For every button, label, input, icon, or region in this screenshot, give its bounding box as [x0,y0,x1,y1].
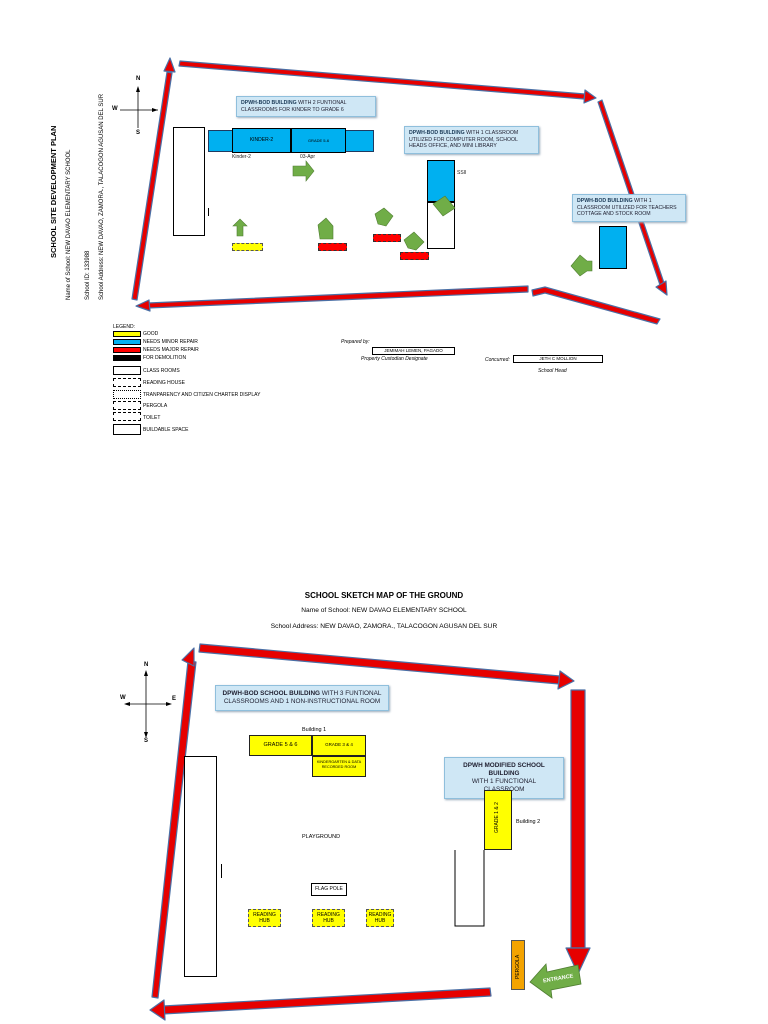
sketch-school-address: School Address: NEW DAVAO, ZAMORA., TALA… [270,623,498,630]
concurred-title: School Head [538,368,567,374]
concurred-label: Concurred: [485,357,510,363]
arrow-icon [292,160,315,182]
legend-label-good: GOOD [143,331,159,337]
legend-title: LEGEND: [113,324,135,330]
arrow-icon [529,963,582,999]
sketch-left-building-mark [221,864,222,878]
sketch-room-grade-5-6: GRADE 5 & 6 [249,735,312,756]
sketch-playground: PLAYGROUND [302,834,341,840]
arrow-icon [317,217,334,240]
sketch-flag-pole-label: FLAG POLE [315,886,343,892]
plan-room-kinder-label: KINDER-2 [249,137,274,143]
plan-room-grade: GRADE 5-6 [291,128,346,153]
legend-label-buildable: BUILDABLE SPACE [143,427,189,433]
arrow-icon [232,218,248,237]
legend-swatch-classrooms [113,366,141,375]
arrow-icon [570,254,593,277]
plan-callout-2: DPWH-BOD BUILDING WITH 1 CLASSROOM UTILI… [404,126,539,154]
legend-swatch-transparency [113,390,141,399]
legend-label-minor: NEEDS MINOR REPAIR [143,339,198,345]
plan-callout-3: DPWH-BOD BUILDING WITH 1 CLASSROOM UTILI… [572,194,686,222]
sketch-flag-pole: FLAG POLE [311,883,347,896]
sketch-room-kinder: KINDERGARTEN & DATA RECORDED ROOM [312,756,366,777]
concurred-name-box: JETH C MOLLION [513,355,603,363]
arrow-icon [403,231,425,251]
legend-label-demolition: FOR DEMOLITION [143,355,187,361]
sketch-left-building [184,756,217,977]
legend-label-transparency: TRANPARENCY AND CITIZEN CHARTER DISPLAY [143,392,261,398]
plan-reading-house [232,243,263,251]
legend-label-pergola: PERGOLA [143,403,168,409]
legend-swatch-toilet [113,412,141,421]
legend-swatch-good [113,331,141,337]
plan-red-box-2 [373,234,401,242]
sketch-room-kinder-label: KINDERGARTEN & DATA RECORDED ROOM [316,760,362,769]
plan-compass-s: S [136,130,141,136]
plan-red-box-3 [400,252,429,260]
plan-right-building [599,226,627,269]
sketch-pergola: PERGOLA [511,940,525,990]
legend-swatch-demolition [113,355,141,361]
sketch-reading-hub-3: READING HUB [366,909,394,927]
legend-swatch-buildable [113,424,141,435]
prepared-title: Property Custodian Designate [361,356,428,362]
sketch-building1-label: Building 1 [302,727,327,733]
concurred-name: JETH C MOLLION [539,356,577,361]
legend-label-reading-house: READING HOUSE [143,380,185,386]
prepared-name-box: JEMIMAH LEMEN, PAGADO [372,347,455,355]
plan-red-box-1 [318,243,347,251]
plan-label-side: SSII [457,170,467,176]
sketch-room-grade-3-4: GRADE 3 & 4 [312,735,366,756]
legend-label-toilet: TOILET [143,415,161,421]
arrow-icon [374,207,394,227]
sketch-reading-hub-1: READING HUB [248,909,281,927]
prepared-name: JEMIMAH LEMEN, PAGADO [384,348,443,353]
plan-callout-1: DPWH-BOD BUILDING WITH 2 FUNTIONAL CLASS… [236,96,376,117]
sketch-building2-label: Building 2 [516,819,541,825]
sketch-callout-1: DPWH-BOD SCHOOL BUILDING WITH 3 FUNTIONA… [215,685,389,711]
sketch-title: SCHOOL SKETCH MAP OF THE GROUND [304,591,464,600]
sketch-reading-hub-3-label: READING HUB [368,912,392,924]
plan-compass-n: N [136,76,141,82]
legend-swatch-major [113,347,141,353]
sketch-reading-hub-2-label: READING HUB [317,912,340,924]
sketch-room-grade-1-2: GRADE 1 & 2 [484,790,512,850]
sketch-school-name: Name of School: NEW DAVAO ELEMENTARY SCH… [301,607,467,614]
sketch-room-grade-5-6-label: GRADE 5 & 6 [263,742,298,748]
plan-label-date: 03-Apr [300,154,316,160]
sketch-compass-w: W [120,695,126,701]
prepared-by-label: Prepared by: [341,339,370,345]
plan-mid-building-top [427,160,455,202]
plan-room-kinder: KINDER-2 [232,128,291,153]
arrow-icon [432,195,456,217]
sketch-compass-s: S [144,738,149,744]
sketch-reading-hub-2: READING HUB [312,909,345,927]
plan-label-kinder: Kinder-2 [232,154,251,160]
legend-label-major: NEEDS MAJOR REPAIR [143,347,199,353]
sketch-compass-n: N [144,662,149,668]
plan-room-grade-label: GRADE 5-6 [307,138,330,143]
legend-swatch-minor [113,339,141,345]
plan-left-building [173,127,205,236]
plan-left-building-mark [208,208,209,216]
legend-label-classrooms: CLASS ROOMS [143,368,180,374]
sketch-room-grade-3-4-label: GRADE 3 & 4 [325,742,353,747]
legend-swatch-reading-house [113,378,141,387]
plan-compass-w: W [112,106,118,112]
sketch-reading-hub-1-label: READING HUB [253,912,276,924]
legend-swatch-pergola [113,401,141,410]
sketch-compass-e: E [172,696,177,702]
